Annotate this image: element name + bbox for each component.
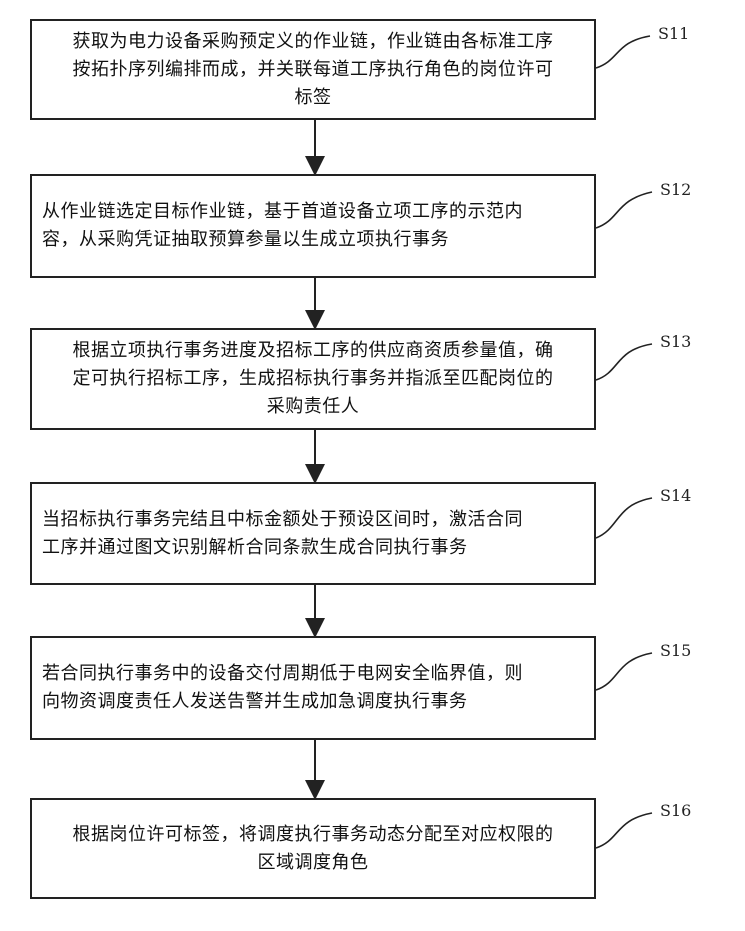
- step-label-s14: S14: [660, 486, 691, 505]
- step-line: 根据立项执行事务进度及招标工序的供应商资质参量值，确: [73, 337, 554, 365]
- step-box-s15: 若合同执行事务中的设备交付周期低于电网安全临界值，则 向物资调度责任人发送告警并…: [30, 636, 596, 740]
- step-line: 当招标执行事务完结且中标金额处于预设区间时，激活合同: [42, 506, 584, 534]
- step-text-s14: 当招标执行事务完结且中标金额处于预设区间时，激活合同 工序并通过图文识别解析合同…: [42, 506, 584, 562]
- leader-s15: [596, 653, 652, 690]
- step-line: 若合同执行事务中的设备交付周期低于电网安全临界值，则: [42, 660, 584, 688]
- step-line: 根据岗位许可标签，将调度执行事务动态分配至对应权限的: [73, 821, 554, 849]
- step-text-s15: 若合同执行事务中的设备交付周期低于电网安全临界值，则 向物资调度责任人发送告警并…: [42, 660, 584, 716]
- step-label-s12: S12: [660, 180, 691, 199]
- step-label-s11: S11: [658, 24, 689, 43]
- leader-s12: [596, 192, 652, 228]
- leader-s13: [596, 344, 652, 380]
- step-line: 区域调度角色: [73, 849, 554, 877]
- step-label-s16: S16: [660, 801, 691, 820]
- step-line: 定可执行招标工序，生成招标执行事务并指派至匹配岗位的: [73, 365, 554, 393]
- step-line: 按拓扑序列编排而成，并关联每道工序执行角色的岗位许可: [73, 56, 554, 84]
- step-line: 工序并通过图文识别解析合同条款生成合同执行事务: [42, 534, 584, 562]
- leader-s14: [596, 498, 652, 538]
- step-box-s16: 根据岗位许可标签，将调度执行事务动态分配至对应权限的 区域调度角色: [30, 798, 596, 899]
- step-label-s13: S13: [660, 332, 691, 351]
- step-label-s15: S15: [660, 641, 691, 660]
- step-line: 获取为电力设备采购预定义的作业链，作业链由各标准工序: [73, 28, 554, 56]
- step-box-s13: 根据立项执行事务进度及招标工序的供应商资质参量值，确 定可执行招标工序，生成招标…: [30, 328, 596, 430]
- step-box-s11: 获取为电力设备采购预定义的作业链，作业链由各标准工序 按拓扑序列编排而成，并关联…: [30, 19, 596, 120]
- step-line: 向物资调度责任人发送告警并生成加急调度执行事务: [42, 688, 584, 716]
- step-line: 采购责任人: [73, 393, 554, 421]
- step-line: 容，从采购凭证抽取预算参量以生成立项执行事务: [42, 226, 584, 254]
- step-text-s13: 根据立项执行事务进度及招标工序的供应商资质参量值，确 定可执行招标工序，生成招标…: [73, 337, 554, 421]
- step-text-s16: 根据岗位许可标签，将调度执行事务动态分配至对应权限的 区域调度角色: [73, 821, 554, 877]
- step-box-s12: 从作业链选定目标作业链，基于首道设备立项工序的示范内 容，从采购凭证抽取预算参量…: [30, 174, 596, 278]
- step-line: 从作业链选定目标作业链，基于首道设备立项工序的示范内: [42, 198, 584, 226]
- step-box-s14: 当招标执行事务完结且中标金额处于预设区间时，激活合同 工序并通过图文识别解析合同…: [30, 482, 596, 585]
- step-line: 标签: [73, 84, 554, 112]
- step-text-s12: 从作业链选定目标作业链，基于首道设备立项工序的示范内 容，从采购凭证抽取预算参量…: [42, 198, 584, 254]
- leader-s11: [596, 36, 650, 68]
- step-text-s11: 获取为电力设备采购预定义的作业链，作业链由各标准工序 按拓扑序列编排而成，并关联…: [73, 28, 554, 112]
- leader-s16: [596, 813, 652, 848]
